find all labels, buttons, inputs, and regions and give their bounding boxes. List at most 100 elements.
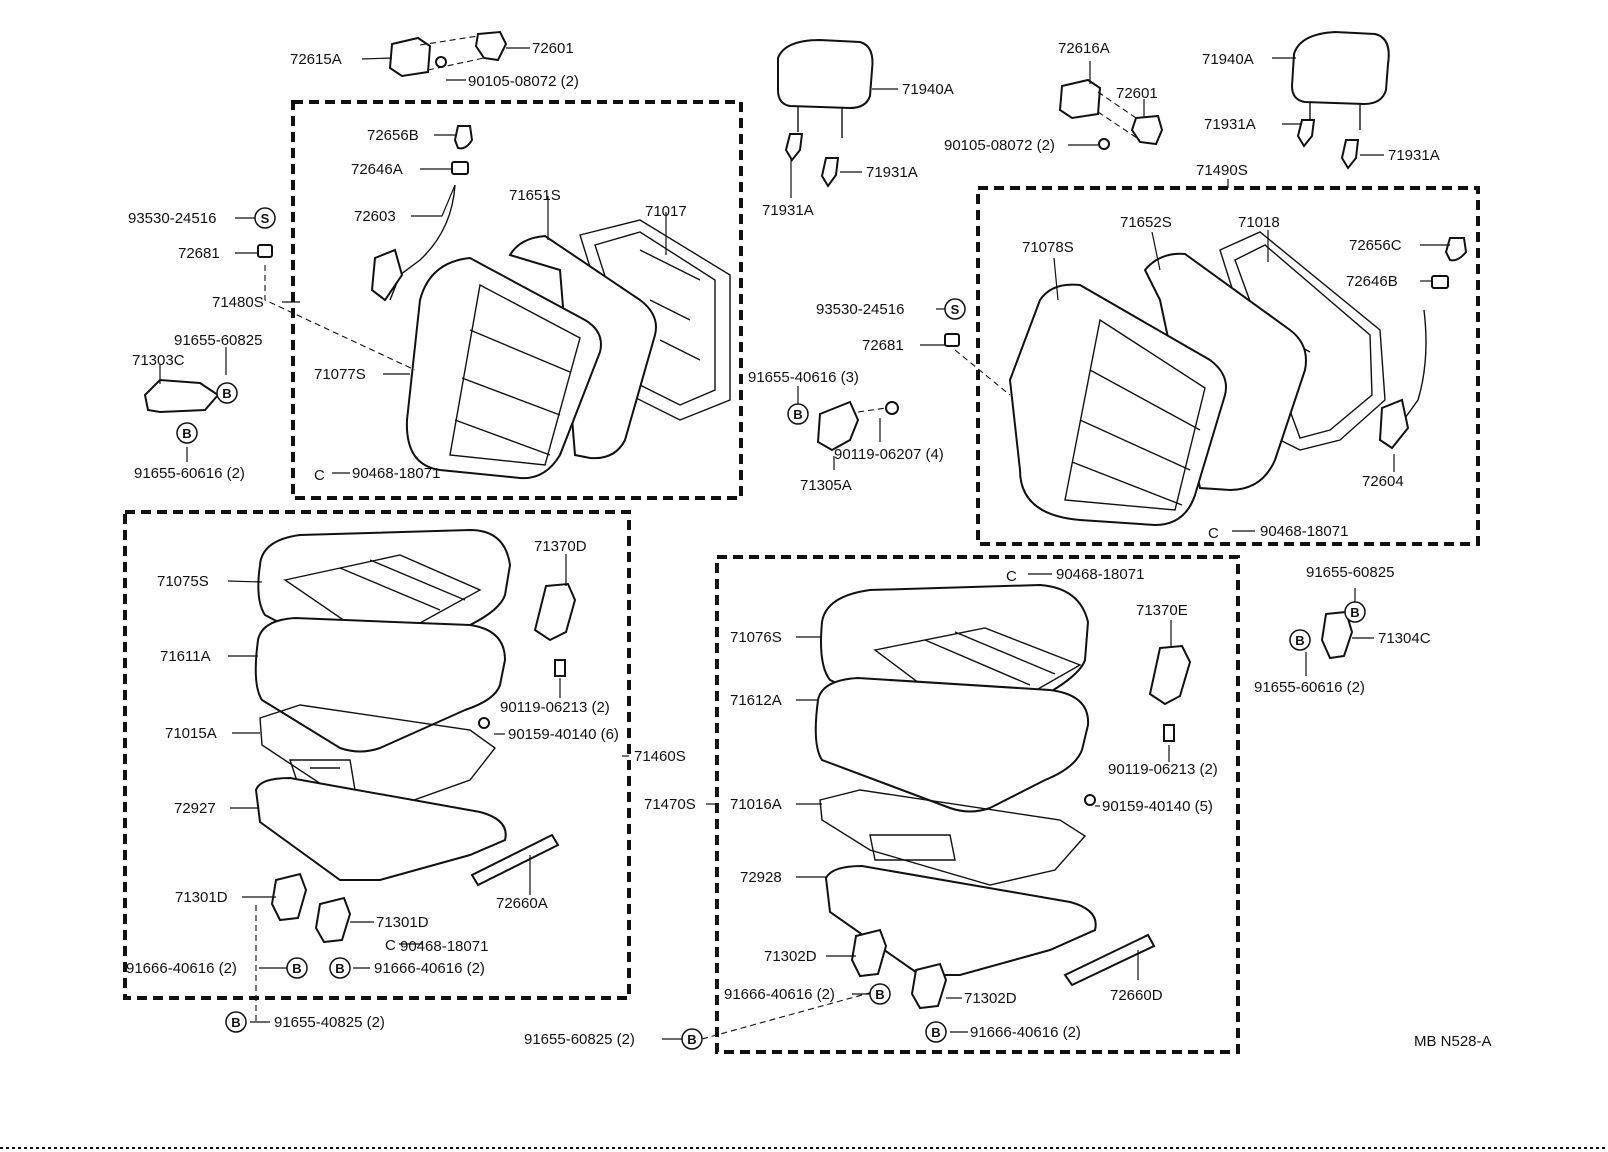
callout-label: 72646B xyxy=(1346,273,1398,290)
callout-label: 71370D xyxy=(534,538,587,555)
lock-bracket-right xyxy=(1058,78,1164,150)
callout-label: 72646A xyxy=(351,161,403,178)
seatback-left-assembly xyxy=(143,125,731,480)
callout-label: 90468-18071 xyxy=(1056,566,1144,583)
clip-symbol-2: C xyxy=(1208,525,1219,542)
callout-label: 90105-08072 (2) xyxy=(944,137,1055,154)
callout-label: 71931A xyxy=(762,202,814,219)
callout-label: 71940A xyxy=(902,81,954,98)
callout-label: 90119-06207 (4) xyxy=(834,446,944,463)
clip-symbol-4: C xyxy=(1006,568,1017,585)
svg-text:B: B xyxy=(222,386,231,401)
callout-label: 71460S xyxy=(634,748,686,765)
callout-label: 72660A xyxy=(496,895,548,912)
svg-text:B: B xyxy=(182,426,191,441)
svg-text:B: B xyxy=(687,1032,696,1047)
callout-label: 90468-18071 xyxy=(400,938,488,955)
callout-label: 72681 xyxy=(862,337,904,354)
svg-text:B: B xyxy=(231,1015,240,1030)
callout-label: 71370E xyxy=(1136,602,1188,619)
svg-text:B: B xyxy=(931,1025,940,1040)
callout-label: 90105-08072 (2) xyxy=(468,73,579,90)
headrest-right xyxy=(1290,30,1390,170)
symbol-b-2: B xyxy=(176,422,198,444)
svg-text:S: S xyxy=(951,302,960,317)
callout-label: 71302D xyxy=(964,990,1017,1007)
callout-label: 72604 xyxy=(1362,473,1404,490)
callout-label: 71018 xyxy=(1238,214,1280,231)
headrest-center xyxy=(777,38,874,188)
recliner-bracket-71305A xyxy=(816,400,899,452)
symbol-b-3: B xyxy=(787,403,809,425)
symbol-b-6: B xyxy=(225,1011,247,1033)
svg-text:B: B xyxy=(793,407,802,422)
callout-label: 91655-60825 (2) xyxy=(524,1031,635,1048)
callout-label: 93530-24516 xyxy=(128,210,216,227)
callout-label: 71652S xyxy=(1120,214,1172,231)
clip-symbol-1: C xyxy=(314,467,325,484)
callout-label: 90159-40140 (6) xyxy=(508,726,619,743)
cushion-right-assembly xyxy=(814,583,1192,1010)
callout-label: 71301D xyxy=(376,914,429,931)
svg-text:B: B xyxy=(1350,605,1359,620)
callout-label: 90119-06213 (2) xyxy=(1108,761,1218,778)
callout-label: 90159-40140 (5) xyxy=(1102,798,1213,815)
nut-72681-left xyxy=(257,244,273,258)
callout-label: 71302D xyxy=(764,948,817,965)
symbol-s-left: S xyxy=(254,207,276,229)
callout-label: 71470S xyxy=(644,796,696,813)
front-seatback-group-left-box xyxy=(291,100,743,500)
svg-text:B: B xyxy=(335,961,344,976)
callout-label: 72927 xyxy=(174,800,216,817)
callout-label: 71931A xyxy=(1204,116,1256,133)
callout-labels: 72615A 72601 90105-08072 (2) 72656B 7264… xyxy=(126,40,1440,1048)
drawing-id: MB N528-A xyxy=(1414,1033,1492,1050)
callout-label: 71015A xyxy=(165,725,217,742)
callout-label: 71305A xyxy=(800,477,852,494)
callout-label: 71303C xyxy=(132,352,185,369)
callout-label: 71078S xyxy=(1022,239,1074,256)
symbol-b-8: B xyxy=(925,1021,947,1043)
callout-label: 91655-40825 (2) xyxy=(274,1014,385,1031)
callout-label: 72616A xyxy=(1058,40,1110,57)
symbol-b-4: B xyxy=(286,957,308,979)
symbol-b-5: B xyxy=(329,957,351,979)
callout-label: 71301D xyxy=(175,889,228,906)
callout-label: 71940A xyxy=(1202,51,1254,68)
callout-label: 71651S xyxy=(509,187,561,204)
callout-label: 90468-18071 xyxy=(352,465,440,482)
callout-label: 72681 xyxy=(178,245,220,262)
callout-label: 91666-40616 (2) xyxy=(724,986,835,1003)
callout-label: 91666-40616 (2) xyxy=(970,1024,1081,1041)
callout-label: 91655-60616 (2) xyxy=(134,465,245,482)
symbol-s-right: S xyxy=(944,298,966,320)
callout-label: 71075S xyxy=(157,573,209,590)
callout-label: 91655-40616 (3) xyxy=(748,369,859,386)
svg-text:B: B xyxy=(875,987,884,1002)
callout-label: 93530-24516 xyxy=(816,301,904,318)
callout-label: 90468-18071 xyxy=(1260,523,1348,540)
callout-label: 71016A xyxy=(730,796,782,813)
callout-label: 72603 xyxy=(354,208,396,225)
callout-label: 90119-06213 (2) xyxy=(500,699,610,716)
callout-label: 72615A xyxy=(290,51,342,68)
callout-label: 71490S xyxy=(1196,162,1248,179)
callout-label: 71931A xyxy=(866,164,918,181)
callout-label: 71076S xyxy=(730,629,782,646)
callout-label: 72656C xyxy=(1349,237,1402,254)
callout-label: 72660D xyxy=(1110,987,1163,1004)
callout-label: 72928 xyxy=(740,869,782,886)
callout-label: 72601 xyxy=(1116,85,1158,102)
callout-label: 91666-40616 (2) xyxy=(374,960,485,977)
symbol-b-7: B xyxy=(869,983,891,1005)
callout-label: 72601 xyxy=(532,40,574,57)
cushion-left-assembly xyxy=(254,528,577,944)
callout-label: 71931A xyxy=(1388,147,1440,164)
callout-label: 71611A xyxy=(160,648,211,665)
symbol-b-9: B xyxy=(681,1028,703,1050)
callout-label: 91655-60825 xyxy=(174,332,262,349)
callout-label: 71077S xyxy=(314,366,366,383)
callout-label: 71017 xyxy=(645,203,687,220)
symbol-b-11: B xyxy=(1289,629,1311,651)
